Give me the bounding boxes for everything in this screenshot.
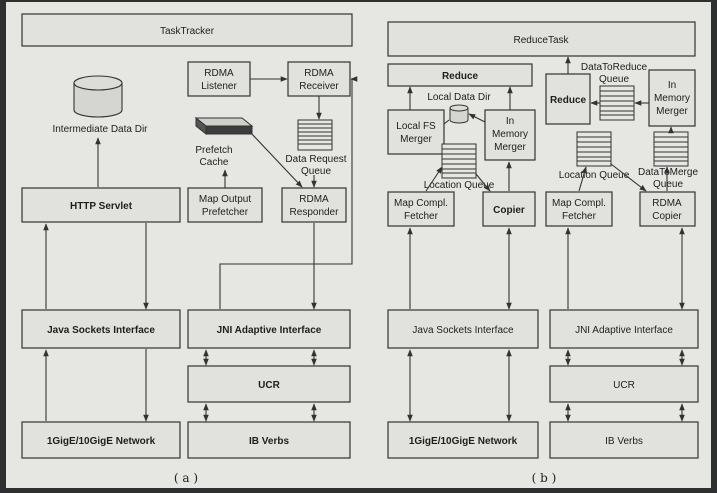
map-output-prefetcher-label-1: Map Output (199, 194, 251, 205)
local-data-dir-label: Local Data Dir (427, 92, 491, 103)
edge-fetcher-locq (425, 166, 443, 192)
rdma-receiver-label-1: RDMA (304, 68, 334, 79)
page: TaskTracker RDMA Listener RDMA Receiver … (6, 2, 711, 488)
in-memory-merger-right-label-2: Memory (654, 93, 690, 104)
in-memory-merger-left-label-2: Memory (492, 129, 528, 140)
data-request-queue-label-1: Data Request (285, 154, 346, 165)
in-memory-merger-right-label-1: In (668, 80, 676, 91)
reduce-task-label: ReduceTask (513, 35, 569, 46)
jni-adaptive-interface-label: JNI Adaptive Interface (217, 325, 322, 336)
task-tracker-box (21, 13, 353, 47)
intermediate-data-dir-label: Intermediate Data Dir (52, 124, 148, 135)
ib-verbs-b-box (549, 421, 699, 459)
ib-verbs-b-label: IB Verbs (605, 436, 643, 447)
local-fs-merger-label-1: Local FS (396, 121, 436, 132)
map-compl-fetcher-left-box (387, 191, 455, 227)
in-memory-merger-left-label-3: Merger (494, 142, 526, 153)
location-queue-right-icon (576, 131, 612, 167)
rdma-listener-label-1: RDMA (204, 68, 234, 79)
caption-a: ( a ) (174, 471, 198, 485)
panel-b-connections (407, 56, 685, 422)
jni-adaptive-interface-b-label: JNI Adaptive Interface (575, 325, 673, 336)
prefetch-cache-icon (194, 116, 254, 136)
ucr-b-box (549, 365, 699, 403)
map-compl-fetcher-right-box (545, 191, 613, 227)
intermediate-data-dir-cylinder (73, 75, 123, 118)
panel-a-connections (43, 76, 358, 422)
gige-network-b-label: 1GigE/10GigE Network (409, 436, 518, 447)
reduce-right-label: Reduce (550, 95, 587, 106)
local-fs-merger-label-2: Merger (400, 134, 432, 145)
edge-inmem-datadir (468, 113, 486, 123)
reduce-left-box (387, 63, 533, 87)
map-compl-fetcher-left-label-2: Fetcher (404, 211, 439, 222)
http-servlet-box (21, 187, 181, 223)
rdma-responder-box (281, 187, 347, 223)
edge-locq-copier (475, 173, 491, 192)
http-servlet-label: HTTP Servlet (70, 201, 133, 212)
reduce-task-box (387, 21, 696, 57)
gige-network-label: 1GigE/10GigE Network (47, 436, 156, 447)
gige-network-b-box (387, 421, 539, 459)
rdma-responder-label-1: RDMA (299, 194, 329, 205)
prefetch-cache-label-2: Cache (200, 157, 229, 168)
copier-label: Copier (493, 205, 525, 216)
location-queue-right-label: Location Queue (559, 170, 630, 181)
local-fs-merger-box (387, 109, 445, 155)
data-to-merge-queue-icon (653, 131, 689, 167)
edge-jni-receiver (219, 76, 358, 309)
edge-localfs-datadir (443, 119, 450, 125)
edge-locq-rdmacopier (610, 163, 647, 192)
rdma-listener-box (187, 61, 251, 97)
rdma-receiver-label-2: Receiver (299, 81, 339, 92)
copier-box (482, 191, 536, 227)
ucr-b-label: UCR (613, 380, 635, 391)
data-to-merge-queue-label-1: DataToMerge (638, 167, 698, 178)
in-memory-merger-left-label-1: In (506, 116, 514, 127)
reduce-left-label: Reduce (442, 71, 479, 82)
rdma-copier-label-1: RDMA (652, 198, 682, 209)
local-data-dir-cylinder (449, 104, 469, 124)
in-memory-merger-right-box (648, 69, 696, 127)
data-to-reduce-queue-label-2: Queue (599, 74, 629, 85)
ucr-box (187, 365, 351, 403)
map-compl-fetcher-right-label-1: Map Compl. (552, 198, 606, 209)
ib-verbs-box (187, 421, 351, 459)
data-to-reduce-queue-label-1: DataToReduce (581, 62, 648, 73)
gige-network-box (21, 421, 181, 459)
data-to-merge-queue-label-2: Queue (653, 179, 683, 190)
jni-adaptive-interface-b-box (549, 309, 699, 349)
caption-b: ( b ) (532, 471, 557, 485)
java-sockets-interface-b-box (387, 309, 539, 349)
data-request-queue-icon (297, 119, 333, 151)
rdma-copier-box (639, 191, 696, 227)
jni-adaptive-interface-box (187, 309, 351, 349)
java-sockets-interface-box (21, 309, 181, 349)
ib-verbs-label: IB Verbs (249, 436, 289, 447)
java-sockets-interface-label: Java Sockets Interface (47, 325, 155, 336)
ucr-label: UCR (258, 380, 280, 391)
edge-fetcher-locq-right (578, 166, 587, 192)
architecture-diagram: TaskTracker RDMA Listener RDMA Receiver … (21, 13, 699, 485)
rdma-listener-label-2: Listener (201, 81, 237, 92)
task-tracker-label: TaskTracker (160, 26, 215, 37)
panel-a: TaskTracker RDMA Listener RDMA Receiver … (21, 13, 358, 485)
panel-b: ReduceTask Reduce Local Data Dir Local F… (387, 21, 699, 485)
map-output-prefetcher-box (187, 187, 263, 223)
location-queue-left-icon (441, 143, 477, 179)
in-memory-merger-right-label-3: Merger (656, 106, 688, 117)
map-compl-fetcher-left-label-1: Map Compl. (394, 198, 448, 209)
rdma-responder-label-2: Responder (290, 207, 340, 218)
in-memory-merger-left-box (484, 109, 536, 161)
data-request-queue-label-2: Queue (301, 166, 331, 177)
edge-cache-responder (249, 131, 303, 188)
rdma-copier-label-2: Copier (652, 211, 682, 222)
location-queue-left-label: Location Queue (424, 180, 495, 191)
java-sockets-interface-b-label: Java Sockets Interface (412, 325, 514, 336)
map-compl-fetcher-right-label-2: Fetcher (562, 211, 597, 222)
prefetch-cache-label-1: Prefetch (195, 145, 232, 156)
map-output-prefetcher-label-2: Prefetcher (202, 207, 249, 218)
data-to-reduce-queue-icon (599, 85, 635, 121)
